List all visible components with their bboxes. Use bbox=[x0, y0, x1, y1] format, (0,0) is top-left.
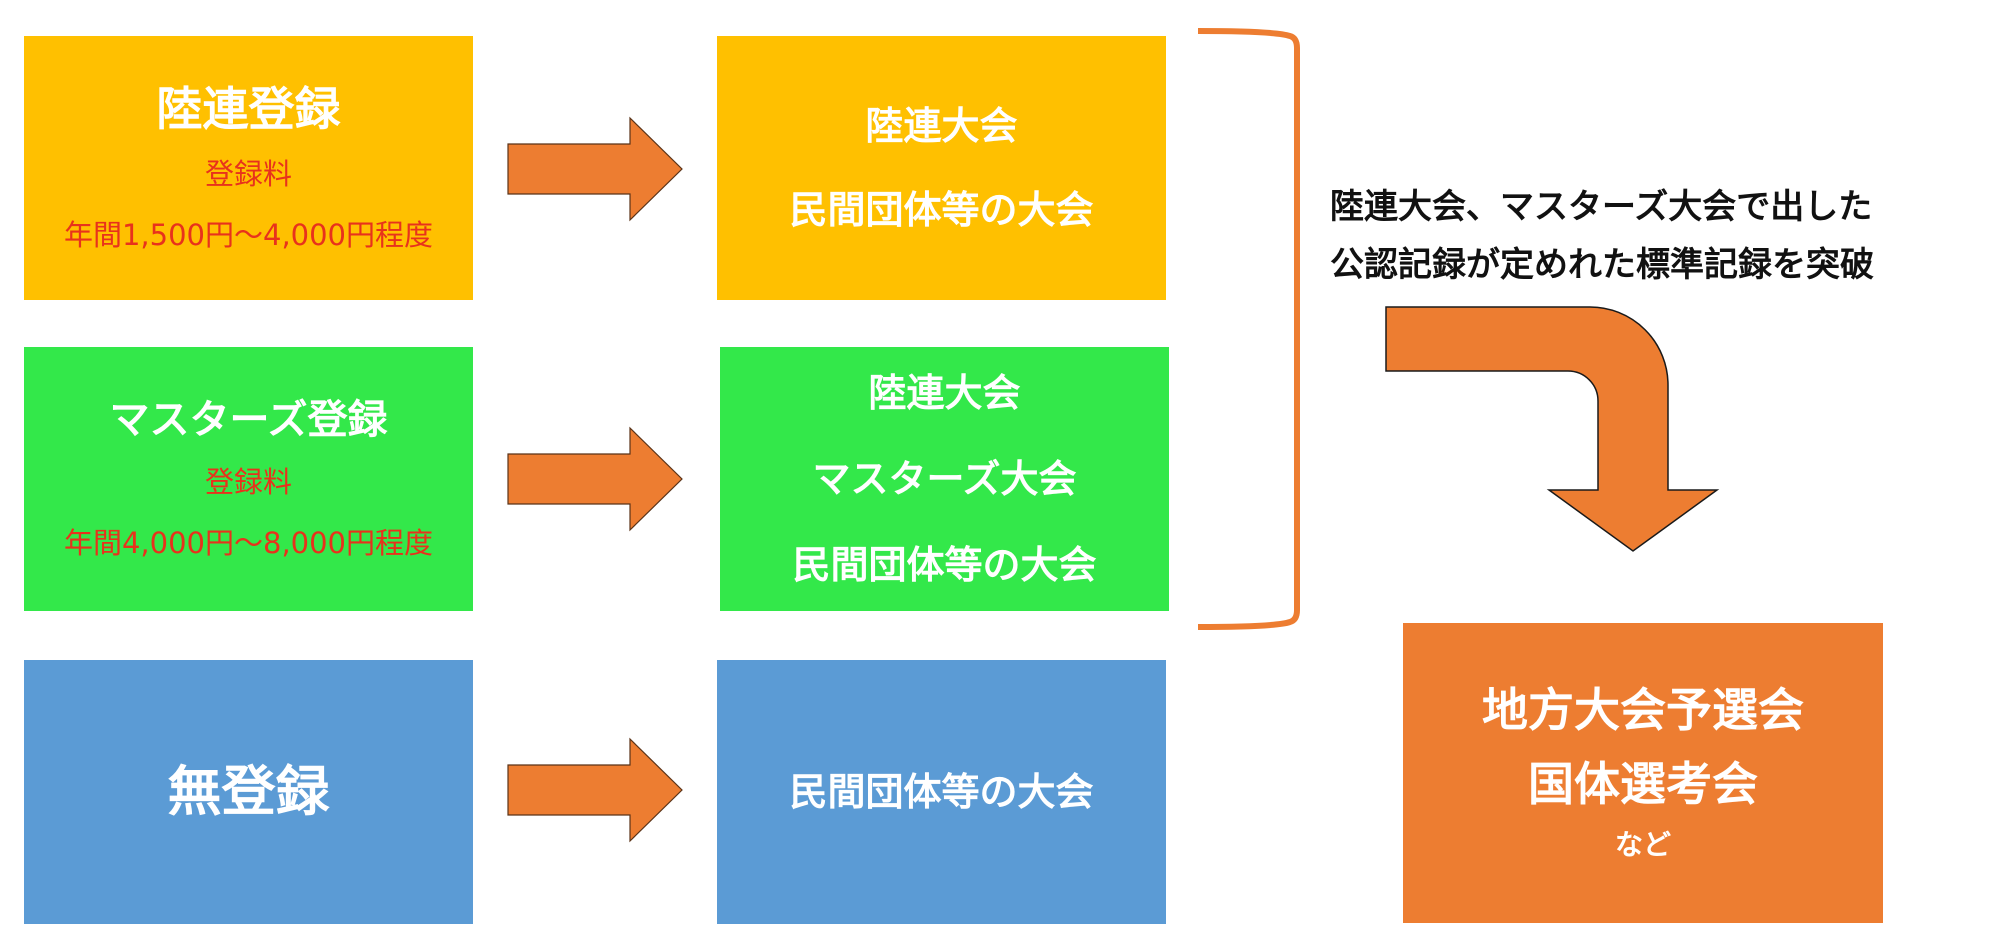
destination-label: 国体選考会 bbox=[1528, 757, 1758, 811]
bracket-icon bbox=[1197, 28, 1300, 630]
destination-note: など bbox=[1614, 828, 1671, 861]
fee-label: 登録料 bbox=[204, 157, 292, 191]
competition-label: 民間団体等の大会 bbox=[789, 770, 1094, 814]
condition-line: 陸連大会、マスターズ大会で出した bbox=[1330, 187, 1873, 227]
condition-text: 陸連大会、マスターズ大会で出した 公認記録が定めれた標準記録を突破 bbox=[1330, 178, 1970, 294]
registration-box-jaaf: 陸連登録 登録料 年間1,500円～4,000円程度 bbox=[24, 36, 473, 300]
destination-label: 地方大会予選会 bbox=[1482, 683, 1804, 737]
competition-label: 陸連大会 bbox=[868, 371, 1021, 415]
competition-box-masters: 陸連大会 マスターズ大会 民間団体等の大会 bbox=[720, 347, 1169, 611]
competition-label: マスターズ大会 bbox=[812, 457, 1077, 501]
fee-range: 年間1,500円～4,000円程度 bbox=[63, 218, 434, 252]
condition-line: 公認記録が定めれた標準記録を突破 bbox=[1330, 245, 1874, 285]
registration-title: 無登録 bbox=[167, 760, 330, 823]
competition-label: 民間団体等の大会 bbox=[789, 188, 1094, 232]
registration-box-none: 無登録 bbox=[24, 660, 473, 924]
competition-box-jaaf: 陸連大会 民間団体等の大会 bbox=[717, 36, 1166, 300]
registration-box-masters: マスターズ登録 登録料 年間4,000円～8,000円程度 bbox=[24, 347, 473, 611]
destination-box: 地方大会予選会 国体選考会 など bbox=[1403, 623, 1883, 923]
arrow-right-icon bbox=[507, 426, 683, 532]
competition-label: 民間団体等の大会 bbox=[792, 543, 1097, 587]
registration-title: マスターズ登録 bbox=[109, 397, 388, 443]
competition-box-open: 民間団体等の大会 bbox=[717, 660, 1166, 924]
competition-label: 陸連大会 bbox=[865, 104, 1018, 148]
arrow-right-icon bbox=[507, 737, 683, 843]
fee-range: 年間4,000円～8,000円程度 bbox=[63, 526, 434, 560]
fee-label: 登録料 bbox=[204, 465, 292, 499]
curved-down-arrow-icon bbox=[1385, 306, 1720, 552]
registration-title: 陸連登録 bbox=[156, 82, 341, 136]
arrow-right-icon bbox=[507, 116, 683, 222]
